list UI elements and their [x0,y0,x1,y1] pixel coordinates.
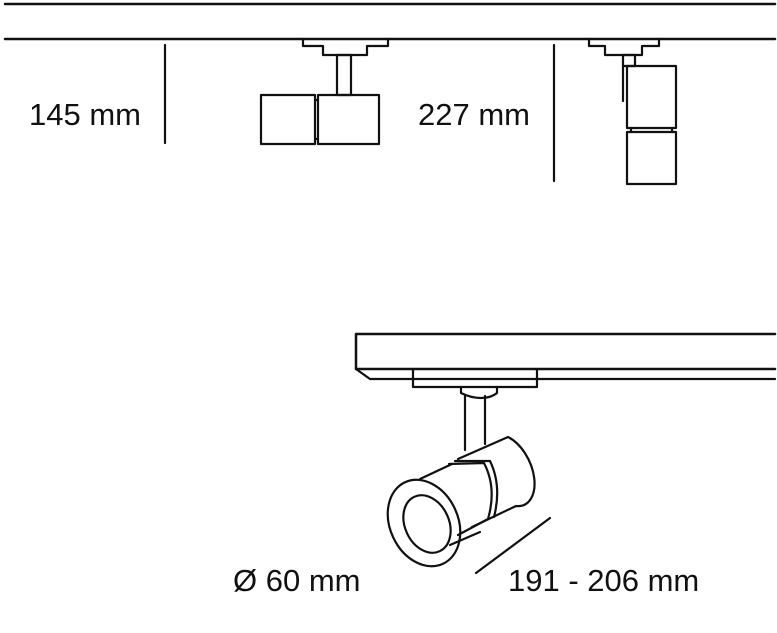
top-track-rail [3,2,777,41]
height-side-dimension-label: 145 mm [29,97,141,132]
length-dimension-label: 191 - 206 mm [508,563,700,598]
height-vertical-dimension-label: 227 mm [418,97,530,132]
side-view-spotlight [163,37,390,146]
diameter-dimension-label: Ø 60 mm [233,563,361,598]
perspective-view-spotlight [354,332,777,575]
vertical-view-spotlight [552,37,678,186]
